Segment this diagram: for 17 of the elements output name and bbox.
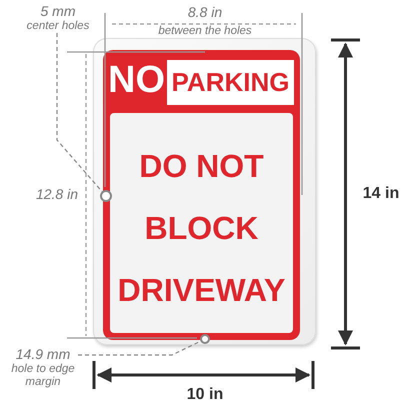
sign-heading: NO <box>108 58 165 103</box>
mounting-hole <box>100 190 112 202</box>
measurement-note: hole to edge margin <box>10 363 76 389</box>
dimension-label: 14 in <box>362 185 400 203</box>
measurement-note: center holes <box>26 20 90 33</box>
dimension-label: 10 in <box>186 386 224 404</box>
measurement-label: between the holes <box>157 25 253 37</box>
measurement-label: 12.8 in <box>34 186 78 202</box>
measurement-label: 5 mm <box>40 3 76 20</box>
measurement-label: 8.8 in <box>186 4 224 20</box>
leader-line <box>78 340 201 356</box>
leader-line <box>56 33 102 192</box>
mounting-hole <box>200 334 210 344</box>
sign-message: DO NOT BLOCK DRIVEWAY <box>116 147 286 310</box>
sign-heading: PARKING <box>167 60 294 105</box>
sign-plate <box>93 38 316 345</box>
measurement-label: 14.9 mm <box>14 346 72 363</box>
